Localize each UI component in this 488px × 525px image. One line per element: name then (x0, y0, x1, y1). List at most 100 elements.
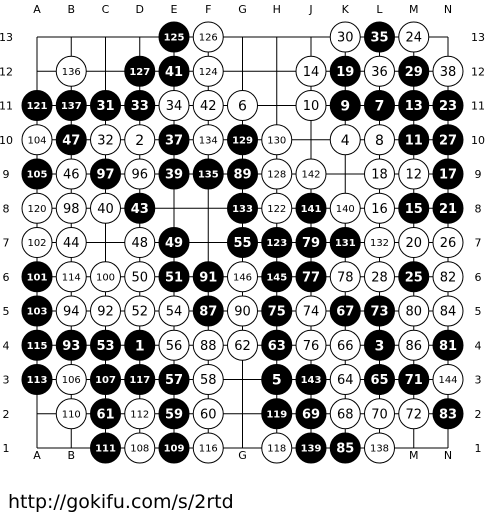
white-stone[interactable] (364, 158, 395, 190)
black-stone[interactable] (261, 398, 293, 430)
black-stone[interactable] (398, 124, 430, 156)
white-stone[interactable] (124, 432, 156, 464)
white-stone[interactable] (295, 158, 327, 190)
black-stone[interactable] (295, 432, 327, 464)
white-stone[interactable] (55, 158, 87, 190)
white-stone[interactable] (364, 432, 395, 464)
white-stone[interactable] (432, 295, 464, 327)
black-stone[interactable] (21, 261, 53, 293)
white-stone[interactable] (364, 55, 395, 87)
black-stone[interactable] (158, 55, 190, 87)
white-stone[interactable] (227, 261, 258, 293)
black-stone[interactable] (124, 192, 156, 224)
black-stone[interactable] (364, 295, 395, 327)
white-stone[interactable] (90, 295, 121, 327)
black-stone[interactable] (261, 364, 293, 395)
black-stone[interactable] (227, 158, 258, 190)
black-stone[interactable] (124, 364, 156, 395)
black-stone[interactable] (295, 261, 327, 293)
white-stone[interactable] (329, 261, 361, 293)
white-stone[interactable] (124, 261, 156, 293)
black-stone[interactable] (261, 329, 293, 361)
white-stone[interactable] (329, 398, 361, 430)
white-stone[interactable] (329, 329, 361, 361)
black-stone[interactable] (90, 398, 121, 430)
black-stone[interactable] (295, 192, 327, 224)
black-stone[interactable] (432, 398, 464, 430)
white-stone[interactable] (55, 227, 87, 258)
white-stone[interactable] (364, 227, 395, 258)
black-stone[interactable] (21, 295, 53, 327)
black-stone[interactable] (21, 364, 53, 395)
black-stone[interactable] (158, 227, 190, 258)
white-stone[interactable] (432, 364, 464, 395)
black-stone[interactable] (329, 432, 361, 464)
black-stone[interactable] (227, 192, 258, 224)
black-stone[interactable] (432, 192, 464, 224)
white-stone[interactable] (90, 261, 121, 293)
white-stone[interactable] (329, 192, 361, 224)
white-stone[interactable] (158, 90, 190, 121)
white-stone[interactable] (432, 55, 464, 87)
black-stone[interactable] (261, 295, 293, 327)
white-stone[interactable] (364, 192, 395, 224)
white-stone[interactable] (192, 55, 224, 87)
white-stone[interactable] (21, 192, 53, 224)
white-stone[interactable] (124, 295, 156, 327)
white-stone[interactable] (227, 295, 258, 327)
white-stone[interactable] (21, 227, 53, 258)
white-stone[interactable] (192, 398, 224, 430)
black-stone[interactable] (432, 124, 464, 156)
black-stone[interactable] (158, 158, 190, 190)
white-stone[interactable] (398, 329, 430, 361)
black-stone[interactable] (227, 227, 258, 258)
black-stone[interactable] (295, 398, 327, 430)
white-stone[interactable] (124, 124, 156, 156)
white-stone[interactable] (55, 192, 87, 224)
black-stone[interactable] (90, 329, 121, 361)
white-stone[interactable] (227, 90, 258, 121)
white-stone[interactable] (192, 21, 224, 53)
black-stone[interactable] (261, 227, 293, 258)
black-stone[interactable] (192, 261, 224, 293)
white-stone[interactable] (329, 364, 361, 395)
white-stone[interactable] (158, 295, 190, 327)
white-stone[interactable] (261, 158, 293, 190)
white-stone[interactable] (55, 55, 87, 87)
black-stone[interactable] (21, 158, 53, 190)
black-stone[interactable] (158, 261, 190, 293)
black-stone[interactable] (158, 398, 190, 430)
black-stone[interactable] (295, 227, 327, 258)
white-stone[interactable] (90, 124, 121, 156)
white-stone[interactable] (398, 398, 430, 430)
white-stone[interactable] (364, 261, 395, 293)
white-stone[interactable] (227, 329, 258, 361)
white-stone[interactable] (158, 329, 190, 361)
black-stone[interactable] (398, 90, 430, 121)
black-stone[interactable] (364, 90, 395, 121)
black-stone[interactable] (432, 90, 464, 121)
black-stone[interactable] (124, 55, 156, 87)
white-stone[interactable] (398, 21, 430, 53)
black-stone[interactable] (432, 329, 464, 361)
source-url[interactable]: http://gokifu.com/s/2rtd (8, 491, 234, 513)
white-stone[interactable] (192, 364, 224, 395)
black-stone[interactable] (192, 158, 224, 190)
white-stone[interactable] (398, 295, 430, 327)
black-stone[interactable] (21, 329, 53, 361)
white-stone[interactable] (90, 192, 121, 224)
white-stone[interactable] (55, 261, 87, 293)
black-stone[interactable] (364, 329, 395, 361)
white-stone[interactable] (261, 124, 293, 156)
black-stone[interactable] (90, 364, 121, 395)
white-stone[interactable] (192, 124, 224, 156)
white-stone[interactable] (295, 90, 327, 121)
black-stone[interactable] (295, 364, 327, 395)
white-stone[interactable] (55, 295, 87, 327)
black-stone[interactable] (364, 21, 395, 53)
black-stone[interactable] (124, 90, 156, 121)
black-stone[interactable] (55, 90, 87, 121)
black-stone[interactable] (261, 261, 293, 293)
black-stone[interactable] (90, 90, 121, 121)
black-stone[interactable] (55, 124, 87, 156)
